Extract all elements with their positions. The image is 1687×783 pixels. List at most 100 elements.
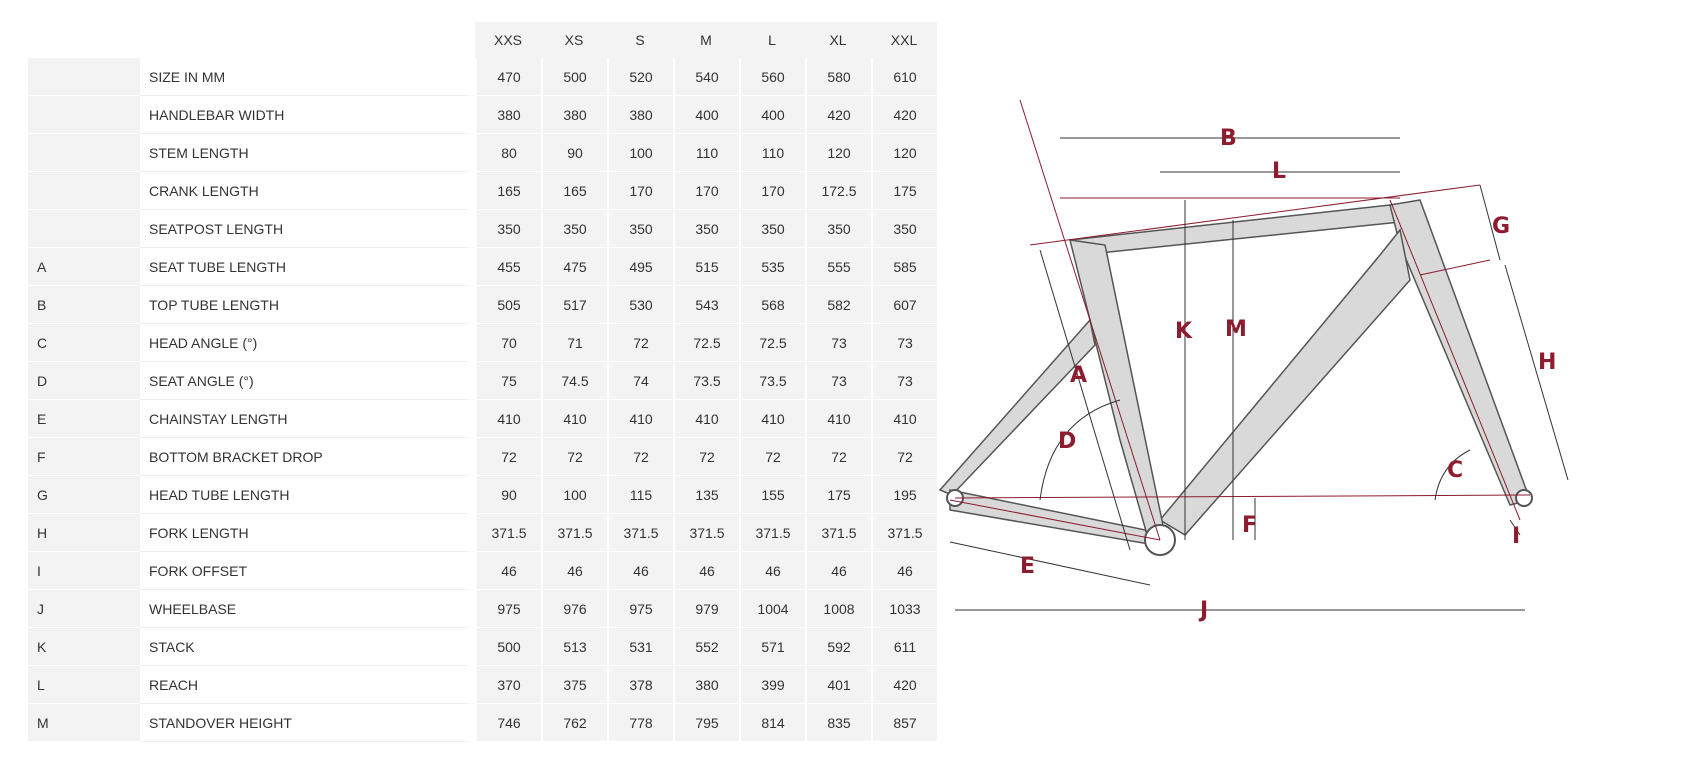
table-cell: 46 [871,552,937,590]
label-F: F [1242,513,1257,538]
frame-geometry-diagram: A B C D E F G H I J K L M [938,99,1569,623]
table-cell: 195 [871,476,937,514]
size-header: XXL [871,22,937,58]
size-header-row: XXS XS S M L XL XXL [28,22,937,58]
table-cell: 175 [805,476,871,514]
table-cell: 371.5 [739,514,805,552]
label-G: G [1492,214,1510,239]
table-cell: 552 [673,628,739,666]
table-cell: 795 [673,704,739,742]
table-cell: 410 [607,400,673,438]
label-H: H [1538,350,1556,375]
table-cell: 46 [805,552,871,590]
table-cell: 71 [541,324,607,362]
gap [469,476,475,514]
row-key [28,210,140,248]
row-key: H [28,514,140,552]
gap [469,628,475,666]
row-label: SIZE IN MM [140,58,469,96]
table-cell: 46 [673,552,739,590]
row-key: A [28,248,140,286]
key-header [28,22,140,58]
gap [469,400,475,438]
table-cell: 410 [871,400,937,438]
table-cell: 399 [739,666,805,704]
gap [469,96,475,134]
table-cell: 72 [871,438,937,476]
table-cell: 172.5 [805,172,871,210]
table-cell: 420 [871,666,937,704]
row-key: D [28,362,140,400]
table-cell: 611 [871,628,937,666]
row-label: CRANK LENGTH [140,172,469,210]
down-tube [1158,228,1411,536]
table-cell: 515 [673,248,739,286]
table-cell: 410 [673,400,739,438]
table-cell: 350 [541,210,607,248]
table-cell: 371.5 [541,514,607,552]
table-cell: 401 [805,666,871,704]
row-key: G [28,476,140,514]
table-cell: 46 [739,552,805,590]
table-cell: 505 [475,286,541,324]
table-cell: 555 [805,248,871,286]
table-cell: 73.5 [673,362,739,400]
table-cell: 371.5 [607,514,673,552]
table-cell: 1033 [871,590,937,628]
table-cell: 500 [541,58,607,96]
table-cell: 380 [673,666,739,704]
label-I: I [1512,524,1520,549]
table-cell: 475 [541,248,607,286]
seat-tube [1069,239,1166,547]
table-cell: 517 [541,286,607,324]
table-cell: 46 [607,552,673,590]
table-cell: 455 [475,248,541,286]
table-cell: 72 [607,438,673,476]
gap [469,58,475,96]
row-key: M [28,704,140,742]
seat-stay [938,318,1096,496]
table-cell: 170 [739,172,805,210]
label-B: B [1220,126,1237,151]
size-header: XS [541,22,607,58]
table-cell: 350 [673,210,739,248]
table-cell: 170 [607,172,673,210]
table-cell: 70 [475,324,541,362]
row-label: SEAT TUBE LENGTH [140,248,469,286]
table-cell: 73 [805,324,871,362]
row-key: F [28,438,140,476]
label-M: M [1225,317,1247,342]
table-cell: 410 [805,400,871,438]
table-cell: 110 [739,134,805,172]
row-label: BOTTOM BRACKET DROP [140,438,469,476]
table-cell: 420 [871,96,937,134]
table-cell: 100 [607,134,673,172]
bike-frame [938,199,1531,547]
size-header: L [739,22,805,58]
row-label: CHAINSTAY LENGTH [140,400,469,438]
gap [469,704,475,742]
table-cell: 400 [739,96,805,134]
table-cell: 857 [871,704,937,742]
table-cell: 175 [871,172,937,210]
table-cell: 975 [607,590,673,628]
table-cell: 135 [673,476,739,514]
table-cell: 80 [475,134,541,172]
label-J: J [1198,598,1208,623]
gap [469,134,475,172]
table-cell: 371.5 [805,514,871,552]
table-cell: 73.5 [739,362,805,400]
table-cell: 513 [541,628,607,666]
gap [469,438,475,476]
table-cell: 72 [805,438,871,476]
